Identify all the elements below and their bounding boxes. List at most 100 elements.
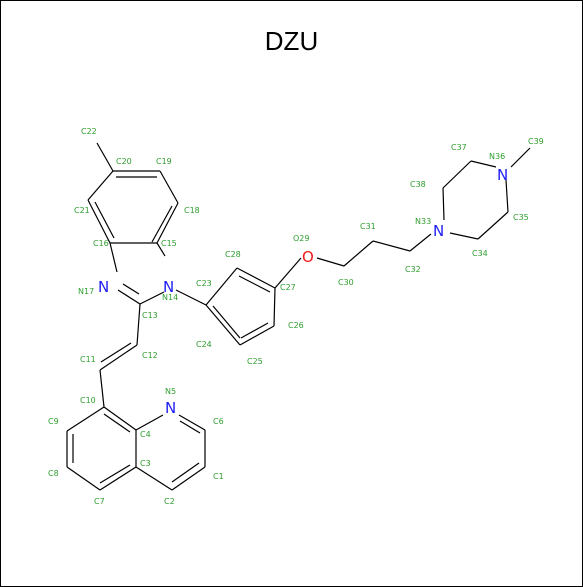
bond bbox=[103, 406, 137, 431]
atom-label: C6 bbox=[213, 417, 224, 426]
bond bbox=[239, 325, 275, 346]
atom-label: C18 bbox=[184, 206, 200, 215]
bond bbox=[66, 466, 101, 491]
bond bbox=[99, 344, 138, 371]
bond bbox=[100, 342, 132, 363]
bond bbox=[505, 179, 509, 213]
bond bbox=[159, 170, 179, 204]
bond bbox=[151, 205, 173, 243]
bond bbox=[236, 267, 276, 289]
atom-symbol: O bbox=[302, 248, 314, 266]
atom-symbol: N bbox=[163, 278, 174, 296]
atom-label: C11 bbox=[80, 355, 96, 364]
atom-label: C37 bbox=[451, 143, 467, 152]
bond bbox=[205, 304, 241, 346]
bond bbox=[510, 147, 531, 168]
atom-label: C2 bbox=[164, 497, 175, 506]
atom-label: C27 bbox=[280, 283, 296, 292]
atom-label: C25 bbox=[247, 357, 263, 366]
atom-label: C26 bbox=[288, 321, 304, 330]
bond bbox=[87, 170, 114, 201]
atom-label: C16 bbox=[93, 239, 109, 248]
atom-label: C39 bbox=[528, 137, 544, 146]
bond bbox=[179, 420, 201, 434]
bond bbox=[273, 287, 276, 327]
atom-label: O29 bbox=[293, 234, 309, 243]
atom-label: N14 bbox=[162, 293, 178, 302]
bond bbox=[175, 289, 207, 306]
bond bbox=[135, 414, 164, 431]
bond bbox=[139, 291, 165, 305]
bond bbox=[103, 413, 131, 433]
bond bbox=[470, 160, 497, 168]
atom-label: C4 bbox=[140, 430, 151, 439]
atom-label: C21 bbox=[74, 206, 90, 215]
atom-symbol: N bbox=[165, 399, 176, 417]
atom-label: C38 bbox=[410, 180, 426, 189]
atom-label: N33 bbox=[415, 217, 431, 226]
bond bbox=[409, 233, 432, 252]
bond bbox=[109, 242, 118, 273]
bond bbox=[171, 462, 200, 483]
atom-label: C24 bbox=[196, 340, 212, 349]
bond bbox=[156, 202, 179, 244]
bond bbox=[372, 240, 411, 252]
bond bbox=[99, 464, 131, 484]
bond bbox=[316, 257, 345, 267]
atom-label: C9 bbox=[48, 417, 59, 426]
bond bbox=[477, 211, 509, 240]
bond bbox=[66, 406, 105, 432]
bond bbox=[178, 414, 206, 431]
bond bbox=[87, 199, 111, 244]
bond bbox=[99, 369, 105, 408]
atom-label: C34 bbox=[472, 249, 488, 258]
atom-label: C35 bbox=[513, 213, 529, 222]
atom-label: C20 bbox=[116, 157, 132, 166]
bond bbox=[240, 322, 269, 339]
atom-label: C19 bbox=[156, 157, 172, 166]
atom-label: C31 bbox=[360, 222, 376, 231]
atom-label: C23 bbox=[196, 279, 212, 288]
molecule-title: DZU bbox=[264, 26, 319, 56]
bond bbox=[205, 267, 238, 306]
label-layer: C22 C20 C19 C21 C18 C16 C15 N17 N14 C13 … bbox=[48, 127, 544, 506]
bond bbox=[96, 142, 114, 172]
atom-symbol: N bbox=[433, 222, 444, 240]
atom-symbol: N bbox=[497, 166, 508, 184]
atom-label: C22 bbox=[81, 127, 97, 136]
bond bbox=[274, 257, 302, 289]
bond bbox=[238, 275, 271, 293]
atom-label: C15 bbox=[161, 239, 177, 248]
atom-label: C3 bbox=[140, 459, 151, 468]
bond-layer bbox=[66, 142, 531, 491]
bond bbox=[171, 466, 206, 491]
atom-label: N36 bbox=[489, 152, 505, 161]
atom-label: C12 bbox=[142, 351, 158, 360]
heteroatom-layer: N N N O N N bbox=[98, 166, 508, 417]
bond bbox=[99, 466, 137, 491]
bond bbox=[94, 201, 115, 239]
atom-label: C28 bbox=[225, 250, 241, 259]
atom-label: C8 bbox=[48, 469, 59, 478]
bond bbox=[117, 289, 141, 305]
atom-label: C7 bbox=[94, 497, 105, 506]
bond bbox=[343, 240, 374, 267]
bond bbox=[135, 466, 173, 491]
bond bbox=[442, 160, 472, 189]
bond bbox=[122, 283, 140, 295]
atom-label: N5 bbox=[165, 387, 176, 396]
atom-label: N17 bbox=[78, 287, 94, 296]
bond bbox=[156, 242, 166, 257]
atom-label: C30 bbox=[338, 278, 354, 287]
bond bbox=[212, 305, 241, 339]
atom-label: C32 bbox=[405, 265, 421, 274]
atom-label: C10 bbox=[80, 396, 96, 405]
bond bbox=[136, 303, 141, 346]
bond bbox=[449, 232, 479, 240]
bond bbox=[442, 187, 445, 221]
atom-label: C1 bbox=[213, 472, 224, 481]
atom-label: C13 bbox=[142, 311, 158, 320]
atom-symbol: N bbox=[98, 278, 109, 296]
